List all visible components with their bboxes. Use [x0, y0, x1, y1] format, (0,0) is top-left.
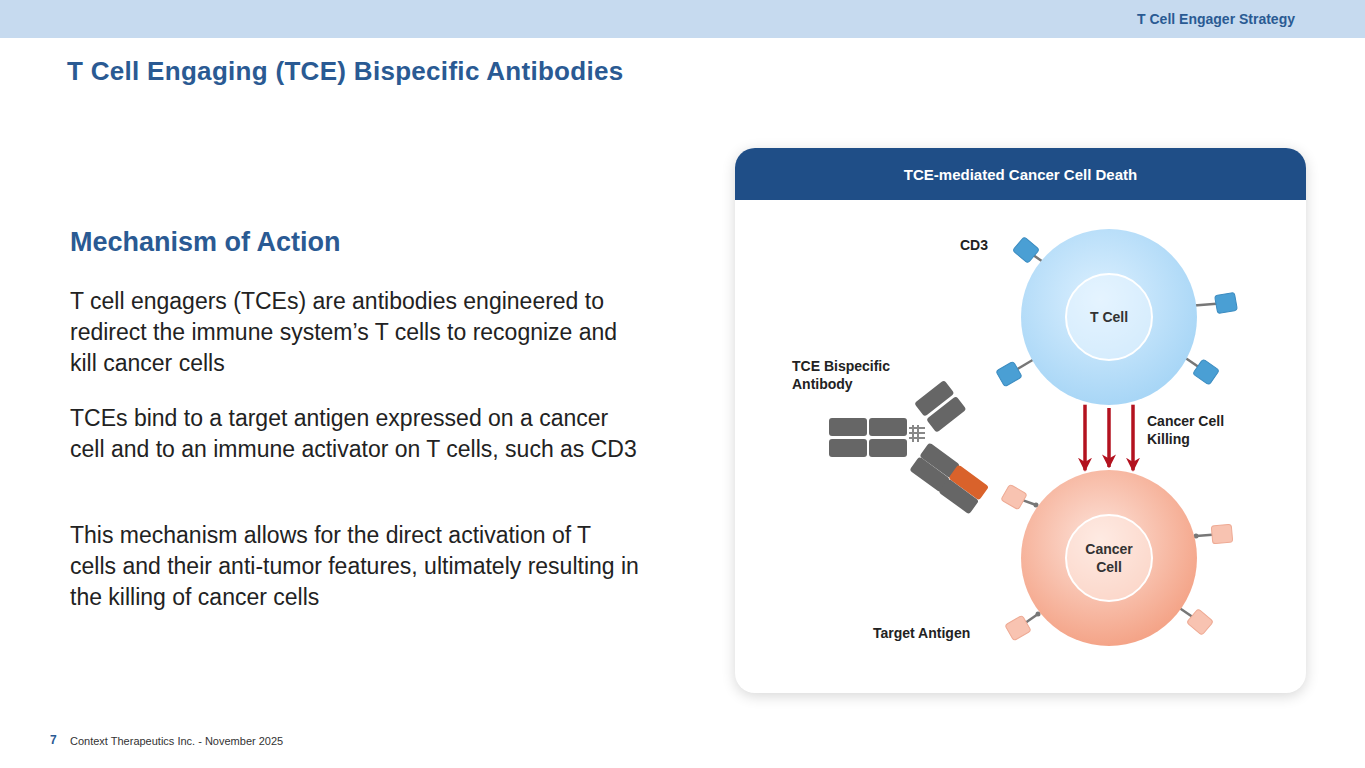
cell-nucleus — [1066, 515, 1152, 601]
killing-arrow — [1107, 408, 1111, 467]
figure-panel: TCE-mediated Cancer Cell Death T CellCanc… — [735, 148, 1306, 693]
target-antigen — [1001, 484, 1027, 510]
part-label: TCE Bispecific Antibody — [792, 357, 902, 393]
cd3-receptor — [1013, 237, 1040, 264]
hinge — [917, 425, 919, 442]
panel-header: TCE-mediated Cancer Cell Death — [735, 148, 1306, 200]
hinge — [912, 425, 914, 442]
cd3-receptor — [996, 361, 1022, 387]
cd3-receptor — [1215, 292, 1238, 313]
bispecific-antibody — [829, 380, 989, 514]
target-antigen — [1005, 615, 1031, 641]
fab-arm — [926, 396, 966, 433]
target-antigen — [1187, 609, 1214, 636]
killing-arrow — [1083, 405, 1087, 471]
cell-membrane — [1021, 470, 1197, 646]
cd3-receptor — [1193, 359, 1220, 385]
fc-domain — [869, 418, 907, 436]
killing-arrow — [1131, 405, 1135, 471]
body-paragraph: This mechanism allows for the direct act… — [70, 520, 640, 613]
fc-domain — [869, 439, 907, 457]
footer-note: Context Therapeutics Inc. - November 202… — [70, 732, 283, 750]
fc-domain — [829, 418, 867, 436]
cell-circle: T Cell — [1020, 228, 1198, 406]
fab-arm — [938, 478, 979, 514]
header-band: T Cell Engager Strategy — [0, 0, 1365, 38]
body-paragraph: TCEs bind to a target antigen expressed … — [70, 403, 640, 465]
edge-label: Cancer Cell Killing — [1147, 412, 1242, 448]
cell-label: Cancer Cell — [1077, 540, 1141, 576]
page-number: 7 — [50, 731, 57, 749]
target-antigen — [1211, 524, 1232, 544]
panel-title: TCE-mediated Cancer Cell Death — [904, 166, 1137, 183]
cell-label: T Cell — [1090, 308, 1128, 326]
cell-circle: Cancer Cell — [1020, 469, 1198, 647]
part-label: CD3 — [960, 236, 988, 254]
part-label: Target Antigen — [873, 624, 970, 642]
cell-membrane — [1021, 229, 1197, 405]
section-tag: T Cell Engager Strategy — [1137, 11, 1295, 27]
fc-domain — [829, 439, 867, 457]
cell-shape — [1020, 469, 1198, 647]
cell-nucleus — [1066, 274, 1152, 360]
slide-title: T Cell Engaging (TCE) Bispecific Antibod… — [67, 56, 624, 87]
body-paragraph: T cell engagers (TCEs) are antibodies en… — [70, 286, 640, 379]
section-heading: Mechanism of Action — [70, 227, 341, 258]
